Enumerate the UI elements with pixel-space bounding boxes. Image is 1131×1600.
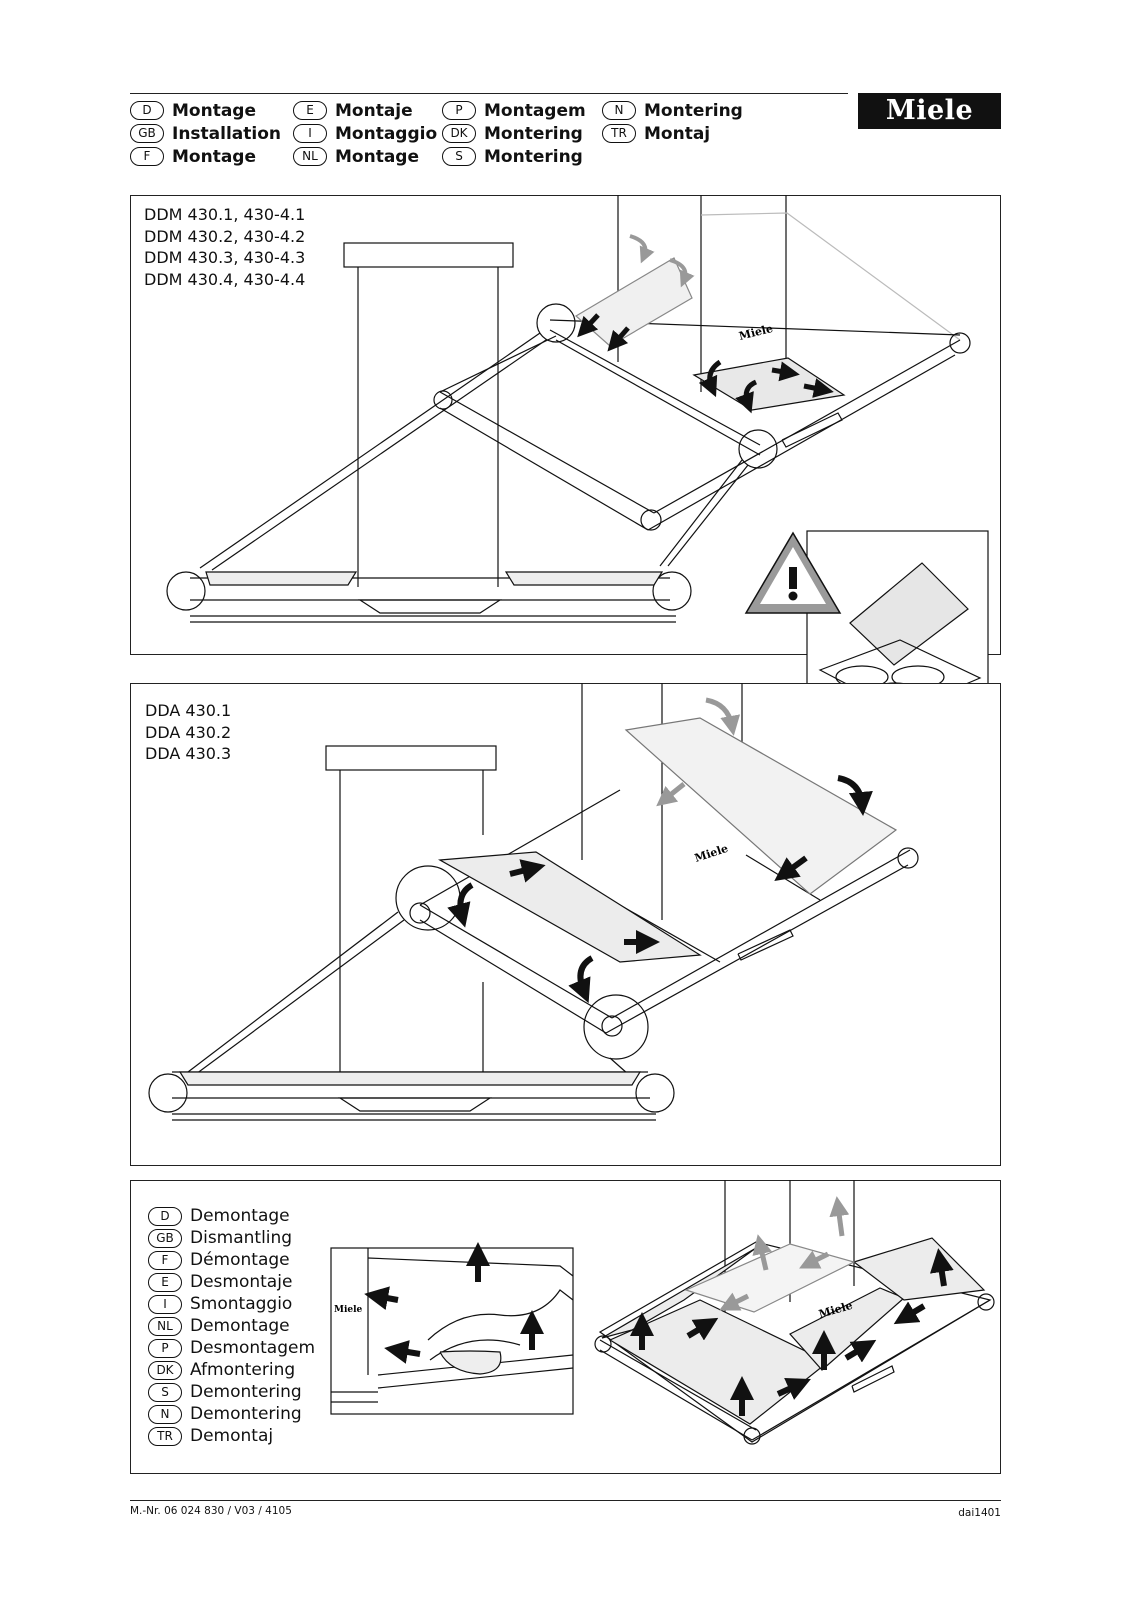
header-rule <box>130 93 848 94</box>
lang-label: Montering <box>484 146 583 167</box>
hand-detail-inset <box>330 1247 574 1415</box>
lang-item: NL Demontage <box>148 1315 315 1337</box>
lang-label: Montage <box>335 146 419 167</box>
miele-logo: Miele <box>858 93 1001 129</box>
lang-code-badge: TR <box>602 124 636 143</box>
lang-label: Smontaggio <box>190 1294 293 1314</box>
lang-label: Démontage <box>190 1250 290 1270</box>
lang-item: F Démontage <box>148 1249 315 1271</box>
lang-item: S Montering <box>442 145 586 168</box>
lang-label: Dismantling <box>190 1228 293 1248</box>
lang-code-badge: F <box>148 1250 182 1270</box>
lang-item: GB Installation <box>130 122 281 145</box>
lang-code-badge: NL <box>148 1316 182 1336</box>
ddm-model-list: DDM 430.1, 430-4.1 DDM 430.2, 430-4.2 DD… <box>144 204 305 290</box>
lang-column-4: N Montering TR Montaj <box>602 99 743 145</box>
lang-item: P Desmontagem <box>148 1337 315 1359</box>
model-label: DDA 430.1 <box>145 701 232 720</box>
lang-label: Montaj <box>644 123 711 144</box>
lang-label: Montage <box>172 100 256 121</box>
lang-code-badge: DK <box>442 124 476 143</box>
lang-item: E Montaje <box>293 99 437 122</box>
model-label: DDM 430.2, 430-4.2 <box>144 226 306 246</box>
lang-code-badge: GB <box>130 124 164 143</box>
lang-label: Installation <box>172 123 282 144</box>
lang-label: Montagem <box>484 100 586 121</box>
lang-label: Demontering <box>190 1382 302 1402</box>
lang-column-1: D Montage GB Installation F Montage <box>130 99 281 168</box>
lang-item: TR Demontaj <box>148 1425 315 1447</box>
lang-code-badge: D <box>130 101 164 120</box>
hood-brand-mark: Miele <box>334 1305 363 1315</box>
lang-label: Montering <box>484 123 583 144</box>
lang-item: DK Montering <box>442 122 586 145</box>
lang-item: GB Dismantling <box>148 1227 315 1249</box>
chimney-top <box>343 242 514 268</box>
lang-label: Desmontagem <box>190 1338 316 1358</box>
lang-code-badge: E <box>148 1272 182 1292</box>
lang-label: Afmontering <box>190 1360 296 1380</box>
lang-item: S Demontering <box>148 1381 315 1403</box>
dda-model-list: DDA 430.1 DDA 430.2 DDA 430.3 <box>145 700 231 765</box>
model-label: DDM 430.4, 430-4.4 <box>144 269 306 289</box>
lang-code-badge: N <box>602 101 636 120</box>
footer-rule <box>130 1500 1001 1501</box>
lang-column-3: P Montagem DK Montering S Montering <box>442 99 586 168</box>
lang-code-badge: S <box>442 147 476 166</box>
lang-item: D Montage <box>130 99 281 122</box>
lang-label: Demontering <box>190 1404 302 1424</box>
lang-code-badge: F <box>130 147 164 166</box>
lang-item: E Desmontaje <box>148 1271 315 1293</box>
lang-label: Desmontaje <box>190 1272 293 1292</box>
lang-label: Montaje <box>335 100 413 121</box>
lang-item: TR Montaj <box>602 122 743 145</box>
dismantling-language-list: D Demontage GB Dismantling F Démontage E Des… <box>148 1205 315 1447</box>
lang-code-badge: E <box>293 101 327 120</box>
lang-code-badge: NL <box>293 147 327 166</box>
lang-label: Demontage <box>190 1206 290 1226</box>
lang-code-badge: TR <box>148 1426 182 1446</box>
lang-code-badge: GB <box>148 1228 182 1248</box>
lang-label: Montaggio <box>335 123 438 144</box>
lang-item: P Montagem <box>442 99 586 122</box>
lang-code-badge: P <box>148 1338 182 1358</box>
document-number: M.-Nr. 06 024 830 / V03 / 4105 <box>130 1505 292 1517</box>
lang-code-badge: I <box>148 1294 182 1314</box>
lang-item: N Montering <box>602 99 743 122</box>
document-code: dai1401 <box>958 1507 1001 1519</box>
lang-item: I Montaggio <box>293 122 437 145</box>
lang-label: Demontaj <box>190 1426 274 1446</box>
lang-label: Montage <box>172 146 256 167</box>
lang-label: Demontage <box>190 1316 290 1336</box>
model-label: DDA 430.2 <box>145 722 232 742</box>
lang-column-2: E Montaje I Montaggio NL Montage <box>293 99 437 168</box>
lang-item: I Smontaggio <box>148 1293 315 1315</box>
lang-item: D Demontage <box>148 1205 315 1227</box>
model-label: DDA 430.3 <box>145 744 232 763</box>
lang-code-badge: S <box>148 1382 182 1402</box>
lang-code-badge: P <box>442 101 476 120</box>
lang-code-badge: DK <box>148 1360 182 1380</box>
lang-item: N Demontering <box>148 1403 315 1425</box>
lang-item: F Montage <box>130 145 281 168</box>
model-label: DDM 430.3, 430-4.3 <box>144 248 306 267</box>
lang-code-badge: I <box>293 124 327 143</box>
lang-label: Montering <box>644 100 743 121</box>
lang-item: DK Afmontering <box>148 1359 315 1381</box>
lang-item: NL Montage <box>293 145 437 168</box>
model-label: DDM 430.1, 430-4.1 <box>144 205 306 224</box>
lang-code-badge: D <box>148 1206 182 1226</box>
lang-code-badge: N <box>148 1404 182 1424</box>
